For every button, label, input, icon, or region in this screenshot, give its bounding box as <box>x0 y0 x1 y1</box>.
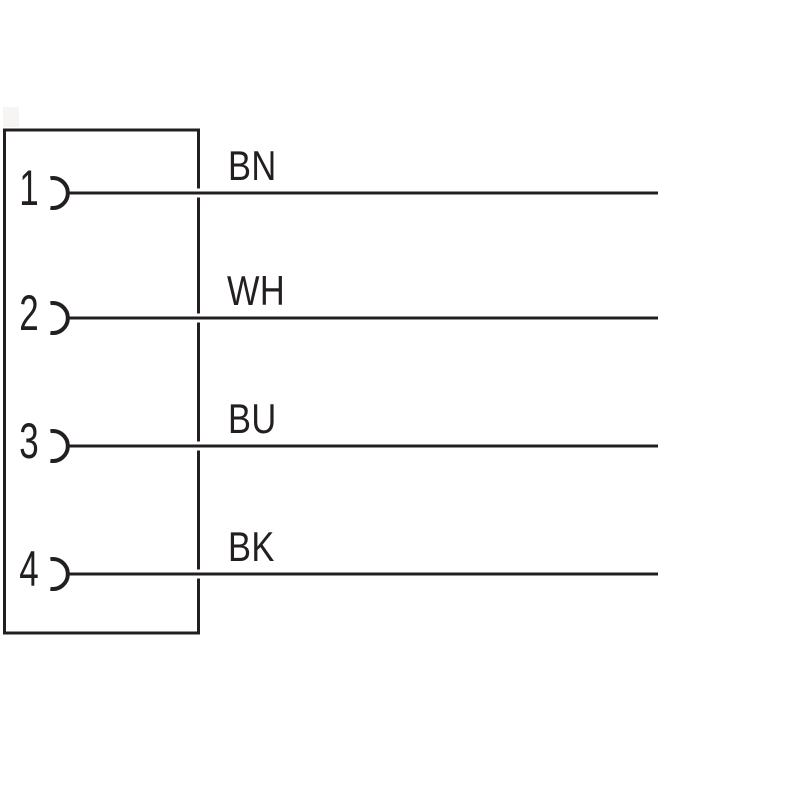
wire-color-label: BU <box>228 396 277 443</box>
pin-row-2: 2 WH <box>19 268 658 342</box>
watermark-artifact <box>3 107 19 127</box>
pin-number: 1 <box>19 161 38 217</box>
pin-row-3: 3 BU <box>19 396 658 470</box>
pin-socket-icon <box>50 429 70 463</box>
pin-number: 3 <box>19 414 38 470</box>
pin-row-4: 4 BK <box>19 524 658 598</box>
pin-number: 2 <box>19 286 38 342</box>
pin-socket-icon <box>50 557 70 591</box>
wire-color-label: BK <box>228 524 275 571</box>
pin-number: 4 <box>19 542 38 598</box>
pin-row-1: 1 BN <box>19 143 658 217</box>
wire-color-label: WH <box>227 268 285 315</box>
pin-socket-icon <box>50 176 70 210</box>
wire-color-label: BN <box>228 143 277 190</box>
connector-body-outline <box>3 128 200 635</box>
pin-socket-icon <box>50 301 70 335</box>
